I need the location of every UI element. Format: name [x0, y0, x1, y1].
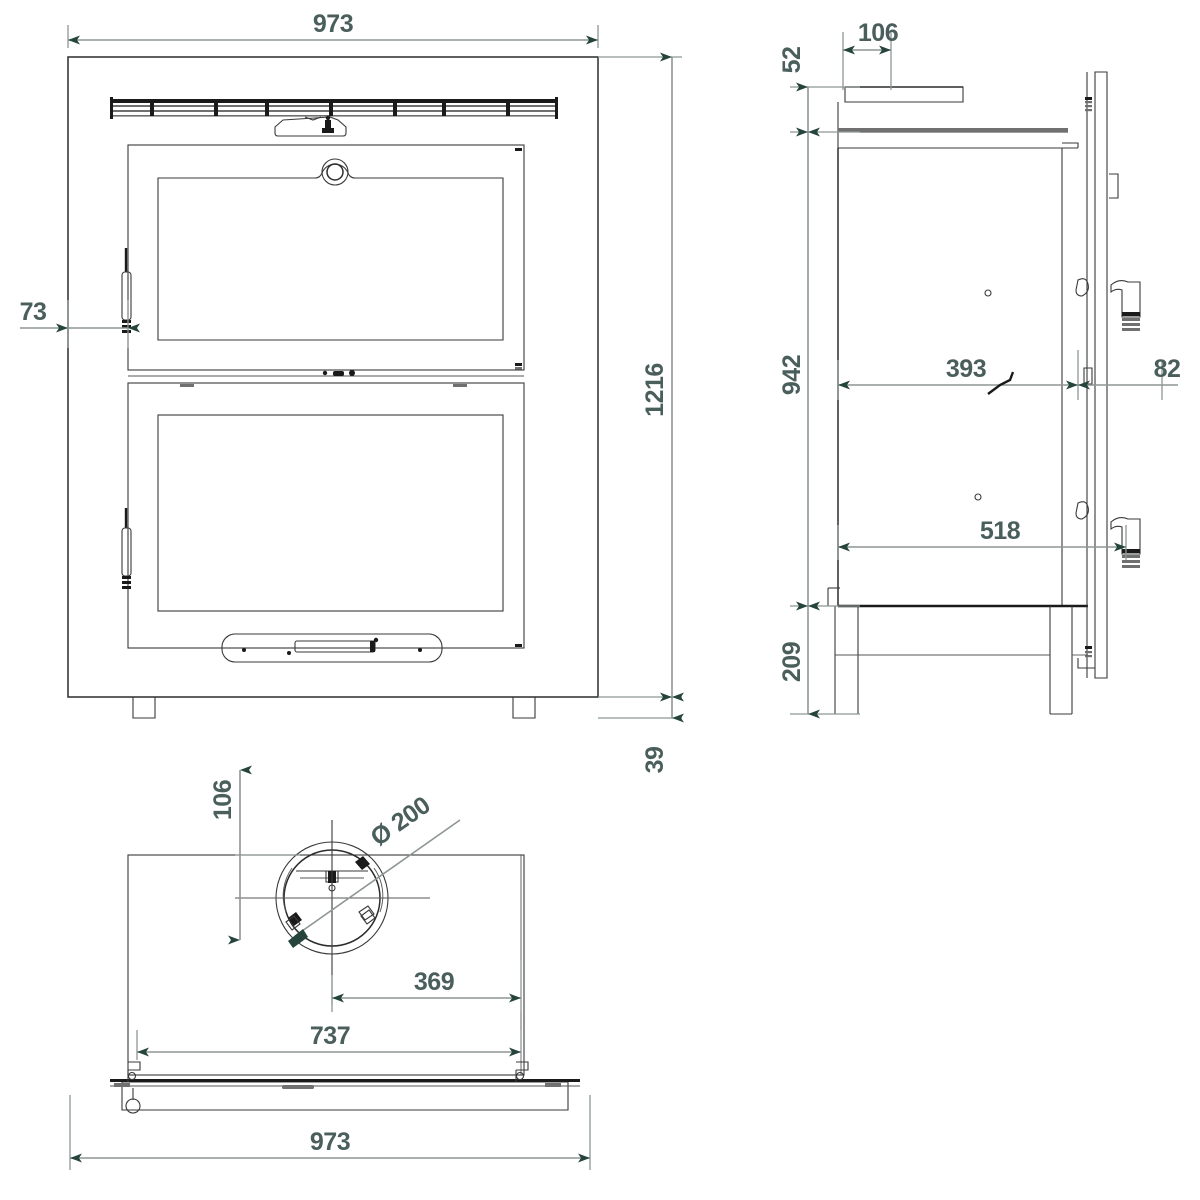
- plan-view: Ø 200 106: [69, 765, 591, 1170]
- dim-front-handle-offset: 73: [20, 298, 47, 326]
- lower-door-handle[interactable]: [121, 508, 132, 589]
- lower-door[interactable]: [127, 382, 525, 649]
- plan-body-outline: [127, 854, 525, 1076]
- side-bottom-hook: [1077, 658, 1095, 669]
- upper-door-knob[interactable]: [321, 158, 349, 186]
- side-face-dot-lower: [974, 493, 982, 501]
- dim-plan-flue-centre: 369: [414, 968, 454, 996]
- front-right-leg: [512, 697, 536, 719]
- dim-plan-flue-back-offset: 106: [209, 780, 237, 820]
- side-flue-spigot: [837, 86, 1068, 133]
- dim-front-width: 973: [313, 10, 353, 38]
- plan-diameter-leader: Ø 200: [288, 791, 461, 948]
- break-symbol: [987, 371, 1015, 395]
- air-control-latch[interactable]: [274, 115, 347, 137]
- front-elevation-view: 973 1216 39 73: [20, 10, 684, 774]
- dim-side-flue-width: 106: [858, 19, 898, 47]
- side-lower-hinge-handle[interactable]: [1075, 501, 1141, 568]
- dim-side-body-height: 942: [778, 355, 806, 395]
- upper-door-handle[interactable]: [121, 248, 132, 333]
- side-face-dot-upper: [984, 289, 992, 297]
- upper-door[interactable]: [127, 144, 525, 371]
- side-dimensions: 52 106 942 209 393 82: [778, 19, 1181, 719]
- side-upper-hinge-handle[interactable]: [1075, 278, 1141, 331]
- dim-side-flue-top: 52: [778, 47, 806, 74]
- dim-side-lower-depth: 518: [980, 517, 1021, 545]
- dim-front-leg-height: 39: [641, 747, 669, 774]
- dim-side-door-projection: 82: [1154, 355, 1181, 383]
- dim-side-leg-height: 209: [778, 642, 806, 682]
- front-dimensions: 973 1216 39 73: [20, 10, 684, 774]
- dim-plan-overall-width: 973: [310, 1128, 350, 1156]
- side-latch: [1083, 367, 1093, 385]
- side-rear-tab: [1109, 173, 1119, 199]
- dim-plan-flue-diameter: Ø 200: [366, 791, 436, 852]
- side-rear-plate: [1085, 71, 1108, 679]
- side-base-legs: [827, 587, 1088, 715]
- dim-front-height: 1216: [641, 363, 669, 417]
- front-body-outline: [67, 56, 599, 698]
- upper-door-glass: [157, 163, 504, 341]
- dim-plan-body-width: 737: [310, 1022, 350, 1050]
- dim-side-upper-depth: 393: [946, 355, 986, 383]
- plan-dimensions: 106 369 737 973: [69, 765, 591, 1170]
- side-elevation-view: 52 106 942 209 393 82: [778, 19, 1181, 719]
- plan-front-plate: [110, 1061, 580, 1114]
- front-left-leg: [132, 697, 156, 719]
- bottom-air-control-bar[interactable]: [221, 633, 443, 663]
- top-grille: [110, 97, 558, 119]
- lower-door-glass: [157, 414, 504, 612]
- plan-flue: [235, 820, 430, 1005]
- mid-control-strip: [128, 369, 524, 377]
